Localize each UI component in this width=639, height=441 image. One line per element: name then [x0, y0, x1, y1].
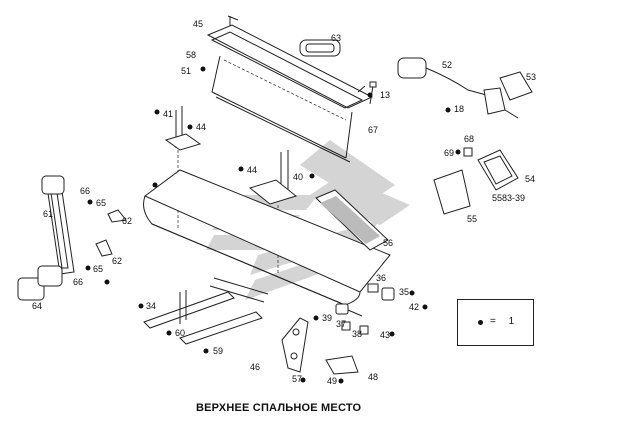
reading-lamp: [299, 39, 341, 57]
bullet-markers: [85, 66, 461, 384]
hooks-62: [95, 209, 127, 257]
label-58: 58: [186, 50, 196, 60]
label-43: 43: [380, 330, 390, 340]
label-64: 64: [32, 301, 42, 311]
label-56: 56: [383, 238, 393, 248]
label-48: 48: [368, 372, 378, 382]
label-38: 38: [352, 329, 362, 339]
label-35: 35: [399, 287, 409, 297]
label-62b: 62: [112, 256, 122, 266]
label-39: 39: [322, 313, 332, 323]
label-66a: 66: [80, 186, 90, 196]
label-44b: 44: [247, 165, 257, 175]
headboard-frame: [206, 15, 374, 163]
label-ref-code: 5583-39: [492, 193, 525, 203]
label-59: 59: [213, 346, 223, 356]
lamp-lens-set: [433, 147, 519, 215]
label-34: 34: [146, 301, 156, 311]
label-51: 51: [181, 66, 191, 76]
label-37: 37: [336, 319, 346, 329]
legend-text: = 1: [490, 316, 514, 327]
label-55: 55: [467, 214, 477, 224]
label-67: 67: [368, 125, 378, 135]
legend-value: 1: [508, 316, 515, 327]
vent-grille: [315, 189, 389, 251]
label-61: 61: [43, 209, 53, 219]
label-45: 45: [193, 19, 203, 29]
label-53: 53: [526, 72, 536, 82]
support-frame: [143, 277, 269, 345]
bracket-41: [164, 106, 202, 230]
label-44a: 44: [196, 122, 206, 132]
legend-equals: =: [490, 316, 496, 327]
bunk-mattress: [143, 169, 391, 306]
legend-bullet-icon: [478, 320, 483, 325]
label-63: 63: [331, 33, 341, 43]
ladder-61: [17, 175, 75, 301]
latch-48: [325, 355, 359, 375]
label-41: 41: [163, 109, 173, 119]
label-65b: 65: [93, 264, 103, 274]
label-52: 52: [442, 60, 452, 70]
label-66b: 66: [73, 277, 83, 287]
legend-box: = 1: [457, 299, 534, 346]
fastener-group: [335, 283, 395, 335]
label-57: 57: [292, 374, 302, 384]
part-labels: 45 63 58 51 52 53 13 18 41 44 67 68 69 5…: [32, 19, 536, 386]
label-69: 69: [444, 148, 454, 158]
lamp-cable-assembly: [397, 57, 533, 119]
label-60: 60: [175, 328, 185, 338]
label-13: 13: [380, 90, 390, 100]
label-62a: 62: [122, 216, 132, 226]
label-36: 36: [376, 273, 386, 283]
label-18: 18: [454, 104, 464, 114]
label-68: 68: [464, 134, 474, 144]
label-42: 42: [409, 302, 419, 312]
label-54: 54: [525, 174, 535, 184]
label-49: 49: [327, 376, 337, 386]
label-65a: 65: [96, 198, 106, 208]
label-40: 40: [293, 172, 303, 182]
label-46: 46: [250, 362, 260, 372]
diagram-caption: ВЕРХНЕЕ СПАЛЬНОЕ МЕСТО: [196, 402, 362, 414]
bracket-46: [281, 317, 309, 373]
